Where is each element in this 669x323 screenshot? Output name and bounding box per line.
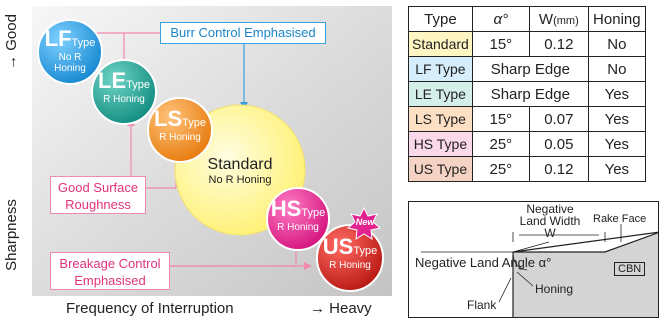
new-badge xyxy=(346,206,382,240)
row-honing: Yes xyxy=(587,106,646,132)
row-type: Standard xyxy=(408,31,473,57)
row-alpha: 25° xyxy=(471,131,530,157)
row-edge: Sharp Edge xyxy=(471,56,589,82)
honing-label: Honing xyxy=(535,282,574,296)
row-type: LS Type xyxy=(408,106,473,132)
flank-label: Flank xyxy=(467,298,497,312)
table-row: LS Type 15° 0.07 Yes xyxy=(408,106,646,132)
us-circle-label: USType R Honing xyxy=(322,234,378,271)
lf-circle xyxy=(37,19,103,85)
chart-canvas xyxy=(32,6,392,296)
x-axis-label: Frequency of Interruption xyxy=(66,300,234,317)
table-header-row: Type α° W(mm) Honing xyxy=(408,6,646,32)
x-axis-right-label: → Heavy xyxy=(310,300,372,317)
new-badge-label: New xyxy=(355,217,375,227)
table-row: LF Type Sharp Edge No xyxy=(408,56,646,82)
row-type: LF Type xyxy=(408,56,473,82)
row-width: 0.12 xyxy=(528,31,589,57)
table-row: LE Type Sharp Edge Yes xyxy=(408,81,646,107)
row-honing: No xyxy=(587,56,646,82)
hs-circle-label: HSType R Honing xyxy=(270,196,326,233)
negative-land-angle-label: Negative Land Angle α° xyxy=(415,255,552,270)
table-row: US Type 25° 0.12 Yes xyxy=(408,156,646,182)
row-width: 0.12 xyxy=(528,156,589,182)
table-row: Standard 15° 0.12 No xyxy=(408,31,646,57)
spec-table: Type α° W(mm) Honing Standard 15° 0.12 N… xyxy=(408,6,646,182)
cbn-label: CBN xyxy=(614,262,646,276)
standard-circle-label: Standard No R Honing xyxy=(207,156,273,186)
row-width: 0.07 xyxy=(528,106,589,132)
row-honing: Yes xyxy=(587,156,646,182)
y-axis-label: Sharpness xyxy=(3,199,20,271)
y-axis-top-label: → Good xyxy=(3,14,20,70)
header-honing: Honing xyxy=(587,6,646,32)
le-circle-label: LEType R Honing xyxy=(98,68,150,105)
burr-control-callout: Burr Control Emphasised xyxy=(160,22,326,44)
cbn-body xyxy=(513,232,658,317)
edge-geometry-diagram: Negative Land Width W Rake Face Negative… xyxy=(408,201,659,318)
header-type: Type xyxy=(408,6,473,32)
row-width: 0.05 xyxy=(528,131,589,157)
ls-circle xyxy=(147,97,213,163)
hs-circle xyxy=(266,187,330,251)
edge-geometry-drawing xyxy=(421,224,658,317)
row-type: US Type xyxy=(408,156,473,182)
us-circle xyxy=(316,224,384,292)
row-honing: Yes xyxy=(587,81,646,107)
row-alpha: 15° xyxy=(471,31,530,57)
row-edge: Sharp Edge xyxy=(471,81,589,107)
ls-circle-label: LSType R Honing xyxy=(154,106,206,143)
rake-face-label: Rake Face xyxy=(593,213,647,225)
le-circle xyxy=(91,59,157,125)
surface-roughness-callout: Good Surface Roughness xyxy=(50,176,146,214)
header-width: W(mm) xyxy=(528,6,589,32)
row-honing: Yes xyxy=(587,131,646,157)
lf-circle-label: LFType No R Honing xyxy=(44,26,96,74)
header-alpha: α° xyxy=(471,6,530,32)
row-alpha: 15° xyxy=(471,106,530,132)
row-type: HS Type xyxy=(408,131,473,157)
row-type: LE Type xyxy=(408,81,473,107)
negative-land-width-label: Negative Land Width W xyxy=(519,202,581,240)
breakage-control-callout: Breakage Control Emphasised xyxy=(50,252,170,290)
row-alpha: 25° xyxy=(471,156,530,182)
table-row: HS Type 25° 0.05 Yes xyxy=(408,131,646,157)
row-honing: No xyxy=(587,31,646,57)
